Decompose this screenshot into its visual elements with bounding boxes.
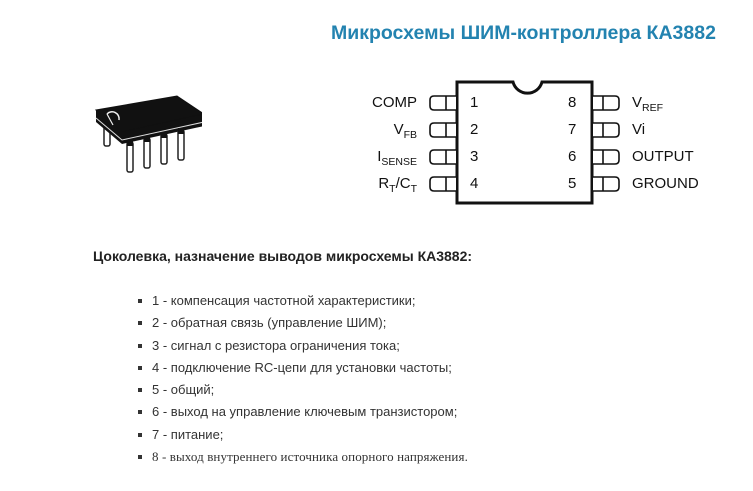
pin-2-number: 2 bbox=[470, 121, 479, 138]
dip8-package-icon bbox=[94, 95, 202, 173]
pin-1-number: 1 bbox=[470, 94, 479, 111]
pin-4-number: 4 bbox=[470, 175, 479, 192]
list-item: 8 - выход внутреннего источника опорного… bbox=[135, 448, 468, 470]
pin-5-number: 5 bbox=[568, 175, 577, 192]
list-item: 3 - сигнал с резистора ограничения тока; bbox=[135, 337, 468, 359]
pin-3-label: ISENSE bbox=[377, 148, 417, 168]
list-item: 7 - питание; bbox=[135, 426, 468, 448]
pin-6-number: 6 bbox=[568, 148, 577, 165]
pin-1-label: COMP bbox=[372, 94, 417, 111]
list-item: 4 - подключение RC-цепи для установки ча… bbox=[135, 359, 468, 381]
pin-4-label: RT/CT bbox=[378, 175, 417, 195]
list-item: 1 - компенсация частотной характеристики… bbox=[135, 292, 468, 314]
pinout-subheading: Цоколевка, назначение выводов микросхемы… bbox=[93, 248, 473, 264]
pin-2-label: VFB bbox=[393, 121, 417, 141]
pin-5-label: GROUND bbox=[632, 175, 699, 192]
page-title: Микросхемы ШИМ-контроллера КА3882 bbox=[331, 22, 716, 44]
pin-6-label: OUTPUT bbox=[632, 148, 694, 165]
list-item: 6 - выход на управление ключевым транзис… bbox=[135, 403, 468, 425]
right-pin-stubs bbox=[593, 95, 620, 192]
list-item: 2 - обратная связь (управление ШИМ); bbox=[135, 314, 468, 336]
pin-7-label: Vi bbox=[632, 121, 646, 138]
pin-3-number: 3 bbox=[470, 148, 479, 165]
pin-description-list: 1 - компенсация частотной характеристики… bbox=[135, 292, 468, 470]
pin-7-number: 7 bbox=[568, 121, 577, 138]
pin-8-label: VREF bbox=[632, 94, 664, 114]
pin-8-number: 8 bbox=[568, 94, 577, 111]
left-pin-stubs bbox=[429, 95, 456, 192]
list-item: 5 - общий; bbox=[135, 381, 468, 403]
